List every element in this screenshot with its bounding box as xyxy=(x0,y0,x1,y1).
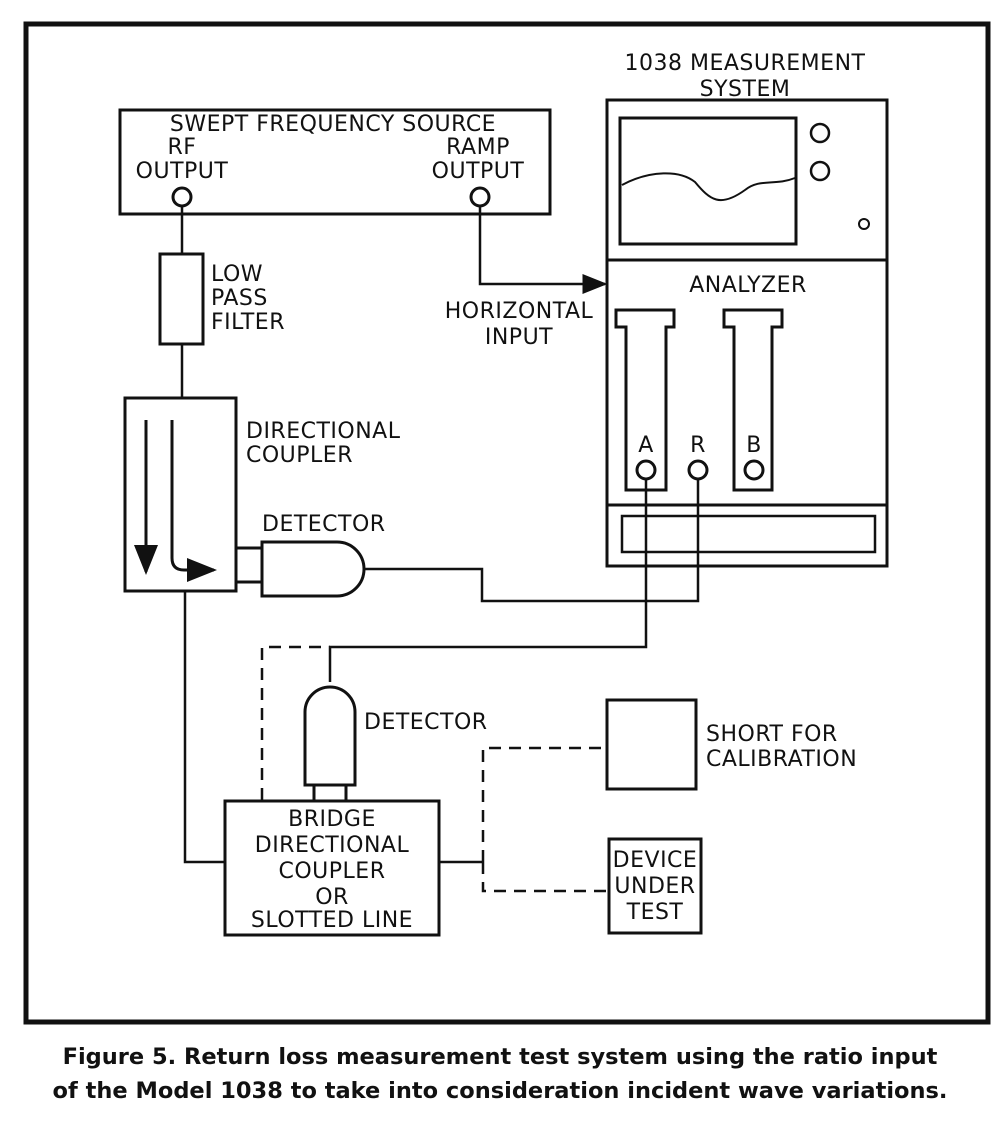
ramp-output-label-line2: OUTPUT xyxy=(432,159,525,184)
dut-label-line1: DEVICE xyxy=(613,848,698,873)
rf-output-label-line1: RF xyxy=(168,135,197,160)
horizontal-input-label-line2: INPUT xyxy=(485,325,553,350)
figure-frame xyxy=(23,21,991,1025)
caption-line1: Figure 5. Return loss measurement test s… xyxy=(62,1044,938,1070)
rf-output-connector xyxy=(171,186,193,208)
lpf-label-line3: FILTER xyxy=(211,310,285,335)
coupler-coupled-arrow-icon xyxy=(170,420,217,582)
control-knob-icon xyxy=(809,160,831,182)
low-pass-filter-box xyxy=(158,252,205,346)
port-b-connector xyxy=(743,459,765,481)
coupler-to-bridge-wire xyxy=(183,591,225,864)
display-trace xyxy=(621,172,796,201)
control-knob-icon xyxy=(809,122,831,144)
detector-2-stub xyxy=(312,783,348,803)
dircoupler-label-line2: COUPLER xyxy=(246,443,353,468)
dashed-reference-path xyxy=(260,645,330,800)
port-r-label: R xyxy=(690,433,706,458)
dircoupler-label-line1: DIRECTIONAL xyxy=(246,419,401,444)
plugin-slot-a xyxy=(614,308,676,492)
bridge-coupler-box xyxy=(223,799,441,937)
plugin-slot-b xyxy=(722,308,784,492)
port-r-connector xyxy=(687,459,709,481)
directional-coupler-box xyxy=(123,396,238,593)
lpf-label-line2: PASS xyxy=(211,286,268,311)
system-title-line1: 1038 MEASUREMENT xyxy=(625,51,866,76)
detector-2-body xyxy=(303,685,357,787)
short-label-line2: CALIBRATION xyxy=(706,747,857,772)
port-a-connector xyxy=(635,459,657,481)
short-label-line1: SHORT FOR xyxy=(706,722,838,747)
detector-1-body xyxy=(260,540,366,598)
port-b-label: B xyxy=(746,433,762,458)
detector-2-label: DETECTOR xyxy=(364,710,488,735)
short-calibration-box xyxy=(605,698,698,791)
control-knob-icon xyxy=(858,218,870,230)
rf-output-label-line2: OUTPUT xyxy=(136,159,229,184)
ramp-output-label-line1: RAMP xyxy=(446,135,510,160)
detector-1-to-port-r-wire xyxy=(364,479,700,603)
bridge-label-line2: DIRECTIONAL xyxy=(255,833,410,858)
lpf-label-line1: LOW xyxy=(211,262,263,287)
bridge-label-line3: COUPLER xyxy=(279,859,386,884)
dut-label-line2: UNDER xyxy=(614,874,695,899)
ramp-output-connector xyxy=(469,186,491,208)
dashed-short-path xyxy=(481,746,607,862)
analyzer-label: ANALYZER xyxy=(689,273,807,298)
detector-1-label: DETECTOR xyxy=(262,512,386,537)
ramp-to-horizontal-wire xyxy=(478,206,608,294)
caption-line2: of the Model 1038 to take into considera… xyxy=(52,1078,948,1104)
system-title-line2: SYSTEM xyxy=(700,77,791,102)
bottom-panel-slot xyxy=(620,514,877,554)
dashed-dut-path xyxy=(481,862,609,893)
source-title: SWEPT FREQUENCY SOURCE xyxy=(170,112,496,137)
horizontal-input-label-line1: HORIZONTAL xyxy=(445,299,594,324)
bridge-label-line1: BRIDGE xyxy=(288,807,376,832)
display-screen xyxy=(618,116,798,246)
detector-1-stub xyxy=(234,546,264,584)
bridge-label-line4: OR xyxy=(315,885,349,910)
dut-label-line3: TEST xyxy=(626,900,684,925)
bridge-label-line5: SLOTTED LINE xyxy=(251,908,413,933)
detector-2-to-port-a-wire xyxy=(328,479,648,682)
figure-caption: Figure 5. Return loss measurement test s… xyxy=(0,1040,1000,1108)
device-under-test-box xyxy=(607,837,703,935)
port-a-label: A xyxy=(638,433,654,458)
